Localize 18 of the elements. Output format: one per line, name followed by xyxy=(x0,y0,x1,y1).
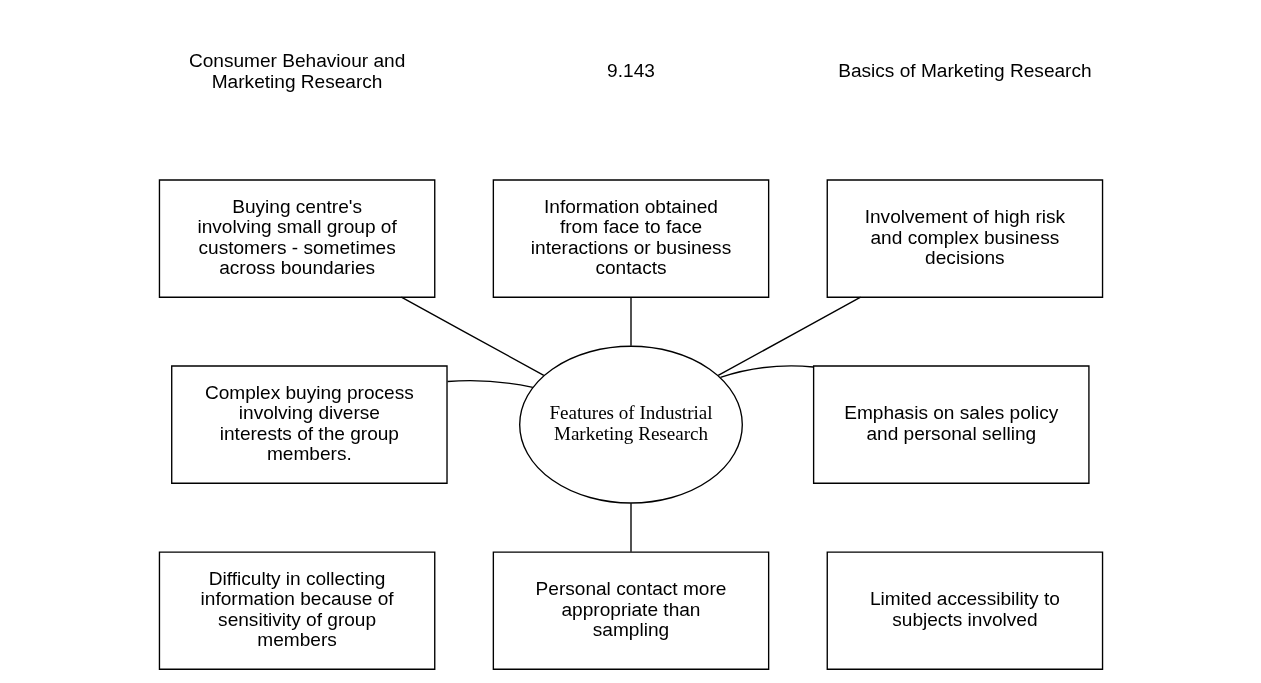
node-box: Buying centre's involving small group of customers - sometimes across boundaries xyxy=(158,179,435,298)
node-box: Emphasis on sales policy and personal selling xyxy=(812,365,1090,484)
node-box: Limited accessibility to subjects involved xyxy=(826,551,1103,670)
connector xyxy=(719,365,814,378)
connector xyxy=(400,296,544,377)
node-box: Information obtained from face to face interactions or business contacts xyxy=(492,179,769,298)
node-box: Difficulty in collecting information because of sensitivity of group members xyxy=(158,551,435,670)
connector xyxy=(717,296,861,377)
node-box: Complex buying process involving diverse interests of the group members. xyxy=(170,365,448,484)
connector xyxy=(629,296,632,347)
label: Basics of Marketing Research xyxy=(837,60,1092,82)
connector xyxy=(446,380,533,389)
node-ellipse: Features of Industrial Marketing Research xyxy=(518,345,743,504)
node-box: Involvement of high risk and complex business decisions xyxy=(826,179,1103,298)
label: Consumer Behaviour and Marketing Research xyxy=(188,50,405,92)
label: 9.143 xyxy=(606,60,655,82)
node-box: Personal contact more appropriate than sampling xyxy=(492,551,769,670)
connector xyxy=(629,502,632,553)
